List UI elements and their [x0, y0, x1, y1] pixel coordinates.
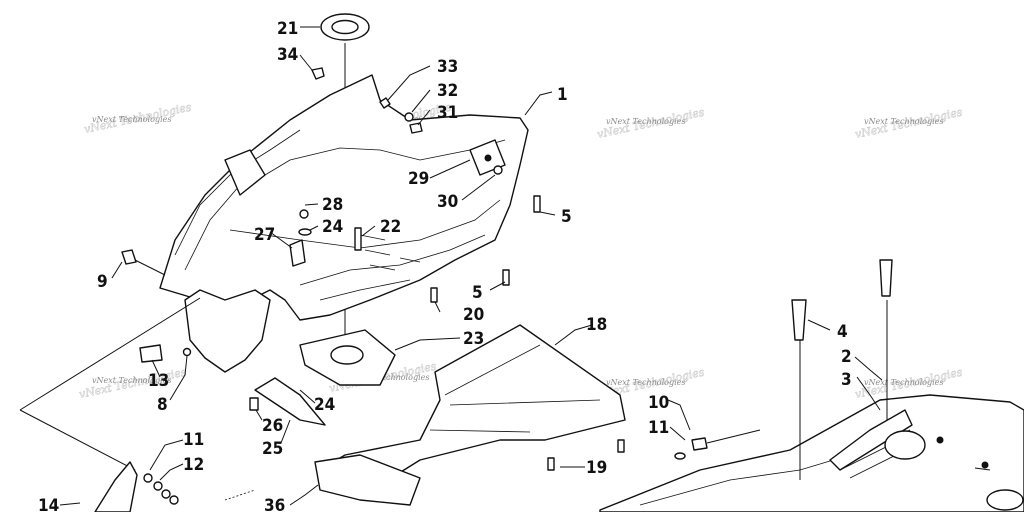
- callout-11-right: 11: [648, 418, 669, 438]
- callout-5-upper: 5: [561, 207, 572, 227]
- callout-23: 23: [463, 329, 484, 349]
- screw-5-upper: [533, 195, 541, 213]
- screw-5-lower: [502, 269, 510, 286]
- callout-10: 10: [648, 393, 669, 413]
- callout-1: 1: [557, 85, 568, 105]
- callout-30: 30: [437, 192, 458, 212]
- watermark: vNext Technologies: [864, 378, 943, 387]
- fastener-31: [409, 122, 423, 134]
- callout-33: 33: [437, 57, 458, 77]
- callout-20: 20: [463, 305, 484, 325]
- callout-32: 32: [437, 81, 458, 101]
- washer-24: [298, 228, 312, 236]
- callout-2: 2: [841, 347, 852, 367]
- callout-8: 8: [157, 395, 168, 415]
- callout-14: 14: [38, 496, 59, 512]
- callout-5-lower: 5: [472, 283, 483, 303]
- callout-12: 12: [183, 455, 204, 475]
- screw-19: [547, 439, 625, 471]
- watermark: vNext Technologies: [92, 115, 171, 124]
- bolt-9: [121, 249, 137, 265]
- bracket-23: [299, 329, 396, 386]
- callout-26: 26: [262, 416, 283, 436]
- watermark: vNext Technologies: [606, 378, 685, 387]
- callout-3: 3: [841, 370, 852, 390]
- callout-11-left: 11: [183, 430, 204, 450]
- fastener-28: [299, 209, 309, 219]
- dashed-line: [224, 489, 256, 501]
- callout-labels: 21 34 33 32 31 1 29 30 5 28 27 24 22 9 5…: [38, 19, 852, 512]
- callout-29: 29: [408, 169, 429, 189]
- strap-4: [791, 259, 893, 341]
- floor-panel-18: [314, 324, 626, 506]
- watermark: vNext Technologies: [606, 117, 685, 126]
- callout-4: 4: [837, 322, 848, 342]
- callout-13: 13: [148, 371, 169, 391]
- side-panel-2: [599, 394, 1024, 512]
- screw-20: [430, 287, 438, 303]
- callout-36: 36: [264, 496, 285, 512]
- ring-part: [320, 13, 370, 41]
- leader-line: [19, 409, 136, 471]
- leader-line: [706, 429, 761, 444]
- callout-24-lower: 24: [314, 395, 335, 415]
- callout-24-upper: 24: [322, 217, 343, 237]
- callout-19: 19: [586, 458, 607, 478]
- callout-9: 9: [97, 272, 108, 292]
- bracket-25: [254, 377, 326, 426]
- callout-27: 27: [254, 225, 275, 245]
- nut-30: [493, 165, 503, 175]
- leader-line: [19, 297, 201, 411]
- leader-line: [974, 467, 991, 471]
- bolt-10: [674, 437, 708, 460]
- callout-22: 22: [380, 217, 401, 237]
- watermark: vNext Technologies: [92, 376, 171, 385]
- pin-22: [354, 227, 362, 251]
- screw-26: [249, 397, 259, 411]
- fastener-33: [379, 97, 391, 109]
- watermark: vNext Technologies: [864, 117, 943, 126]
- callout-31: 31: [437, 103, 458, 123]
- callout-25: 25: [262, 439, 283, 459]
- screw-8: [182, 347, 192, 357]
- fastener-34: [311, 67, 325, 80]
- callout-18: 18: [586, 315, 607, 335]
- callout-leaders: [59, 26, 883, 506]
- washers-11-12: [143, 473, 179, 505]
- callout-34: 34: [277, 45, 298, 65]
- bracket-27: [289, 239, 306, 267]
- left-fender-14: [94, 461, 138, 512]
- fastener-32: [404, 112, 414, 122]
- leader-line: [134, 259, 166, 276]
- clip-13: [139, 344, 163, 363]
- body-panel-part: [159, 74, 529, 373]
- callout-21: 21: [277, 19, 298, 39]
- callout-28: 28: [322, 195, 343, 215]
- watermark: vNext Technologies: [350, 373, 429, 382]
